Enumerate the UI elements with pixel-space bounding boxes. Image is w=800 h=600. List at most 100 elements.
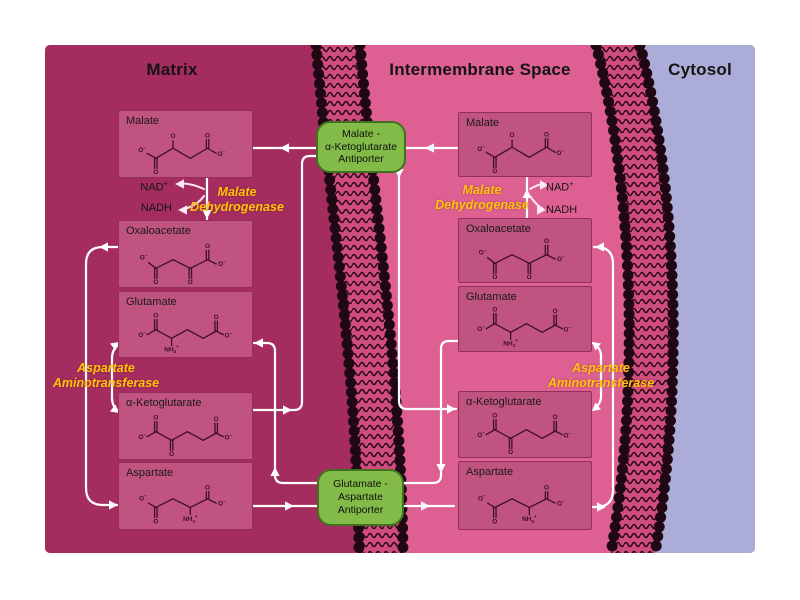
svg-text:O−: O− — [138, 145, 146, 154]
svg-text:O−: O− — [224, 331, 232, 340]
molecule-label: Malate — [466, 117, 500, 129]
svg-text:NH3+: NH3+ — [522, 514, 537, 524]
outer-membrane-tails — [596, 45, 674, 553]
matrix-heading: Matrix — [146, 60, 198, 79]
nad-sup: + — [163, 179, 168, 188]
svg-text:O−: O− — [564, 325, 572, 334]
svg-text:O−: O− — [477, 144, 485, 153]
malate-dehydrogenase-label-ims: Malate Dehydrogenase — [422, 183, 542, 214]
nad-plus-label-ims: NAD+ — [546, 179, 608, 194]
svg-text:O−: O− — [138, 432, 146, 441]
arrowheads — [99, 143, 606, 512]
svg-text:O: O — [492, 274, 497, 281]
antiporter-label-line: Malate - — [342, 127, 380, 140]
svg-text:O: O — [153, 518, 158, 525]
svg-text:O: O — [553, 308, 558, 315]
svg-text:O: O — [205, 132, 210, 139]
svg-text:O−: O− — [557, 255, 565, 264]
svg-text:O: O — [544, 131, 549, 138]
svg-text:O−: O− — [564, 431, 572, 440]
enzyme-label-line: Aspartate — [77, 361, 135, 375]
enzyme-label-line: Aspartate — [572, 361, 630, 375]
antiporter-label-line: Aspartate — [338, 491, 383, 504]
svg-text:O: O — [508, 449, 513, 456]
nad-plus-label-matrix: NAD+ — [106, 179, 168, 194]
molecule-label: α-Ketoglutarate — [466, 396, 542, 408]
molecule-label: Oxaloacetate — [466, 223, 531, 235]
aspartate-structure: O− O NH3+ O O− — [138, 484, 226, 525]
molecule-label: Aspartate — [466, 466, 514, 478]
svg-text:O−: O− — [218, 260, 226, 269]
svg-text:O−: O− — [138, 330, 146, 339]
arrow-network — [84, 143, 615, 512]
svg-text:O: O — [153, 414, 158, 421]
outer-membrane-bead-row-right — [634, 45, 679, 553]
svg-text:O−: O− — [224, 433, 232, 442]
molecule-label: Oxaloacetate — [126, 225, 191, 237]
svg-text:O: O — [170, 133, 175, 140]
molecule-label: Aspartate — [126, 467, 174, 479]
svg-text:O: O — [510, 132, 515, 139]
nadh-label-matrix: NADH — [140, 202, 172, 214]
svg-text:O: O — [187, 279, 192, 286]
svg-text:O−: O− — [218, 499, 226, 508]
svg-text:O−: O− — [479, 248, 487, 257]
enzyme-label-line: Aminotransferase — [547, 376, 655, 391]
svg-text:NH3+: NH3+ — [164, 344, 179, 354]
enzyme-label-line: Aminotransferase — [52, 376, 160, 391]
nad-base: NAD — [546, 181, 570, 194]
cytosol-heading: Cytosol — [668, 60, 732, 79]
molecule-label: Glutamate — [126, 296, 177, 308]
svg-text:O−: O− — [556, 149, 564, 158]
enzyme-label-line: Malate — [462, 183, 502, 197]
enzyme-label-line: Dehydrogenase — [435, 198, 529, 213]
molecule-label: Malate — [126, 115, 160, 127]
svg-text:O−: O− — [477, 324, 485, 333]
svg-text:O: O — [153, 169, 158, 176]
svg-text:O: O — [153, 312, 158, 319]
antiporter-label-line: Antiporter — [338, 153, 384, 166]
svg-text:O: O — [213, 314, 218, 321]
outer-membrane — [590, 45, 679, 553]
svg-text:O: O — [553, 414, 558, 421]
enzyme-label-line: Malate — [217, 185, 257, 199]
svg-text:O: O — [492, 518, 497, 525]
malate-structure: OO−OOO− — [138, 132, 225, 176]
malate-akg-antiporter: Malate - α-Ketoglutarate Antiporter — [316, 121, 406, 173]
arrow-oxaloacetate-to-aspartate-matrix — [84, 245, 120, 507]
svg-text:O: O — [169, 451, 174, 458]
molecule-label: α-Ketoglutarate — [126, 397, 202, 409]
svg-text:O: O — [205, 243, 210, 250]
aspartate-aminotransferase-label-matrix: Aspartate Aminotransferase — [36, 361, 176, 392]
svg-text:O: O — [492, 168, 497, 175]
svg-text:O: O — [527, 274, 532, 281]
svg-text:O: O — [205, 484, 210, 491]
svg-text:NH3+: NH3+ — [503, 338, 518, 348]
svg-text:O−: O− — [477, 430, 485, 439]
svg-text:O−: O− — [138, 494, 146, 503]
enzyme-label-line: Dehydrogenase — [190, 200, 284, 215]
svg-text:NH3+: NH3+ — [182, 514, 197, 524]
nad-arcs — [175, 179, 549, 215]
aspartate-aminotransferase-label-ims: Aspartate Aminotransferase — [531, 361, 671, 392]
glutamate-aspartate-antiporter: Glutamate - Aspartate Antiporter — [317, 469, 404, 526]
glutamate-structure: O− O NH3+ O O− — [138, 312, 232, 354]
intermembrane-space-heading: Intermembrane Space — [389, 60, 571, 79]
outer-membrane-bead-row-left — [590, 45, 635, 553]
svg-text:O: O — [492, 306, 497, 313]
malate-dehydrogenase-label-matrix: Malate Dehydrogenase — [177, 185, 297, 216]
nadh-label-ims: NADH — [546, 204, 578, 216]
